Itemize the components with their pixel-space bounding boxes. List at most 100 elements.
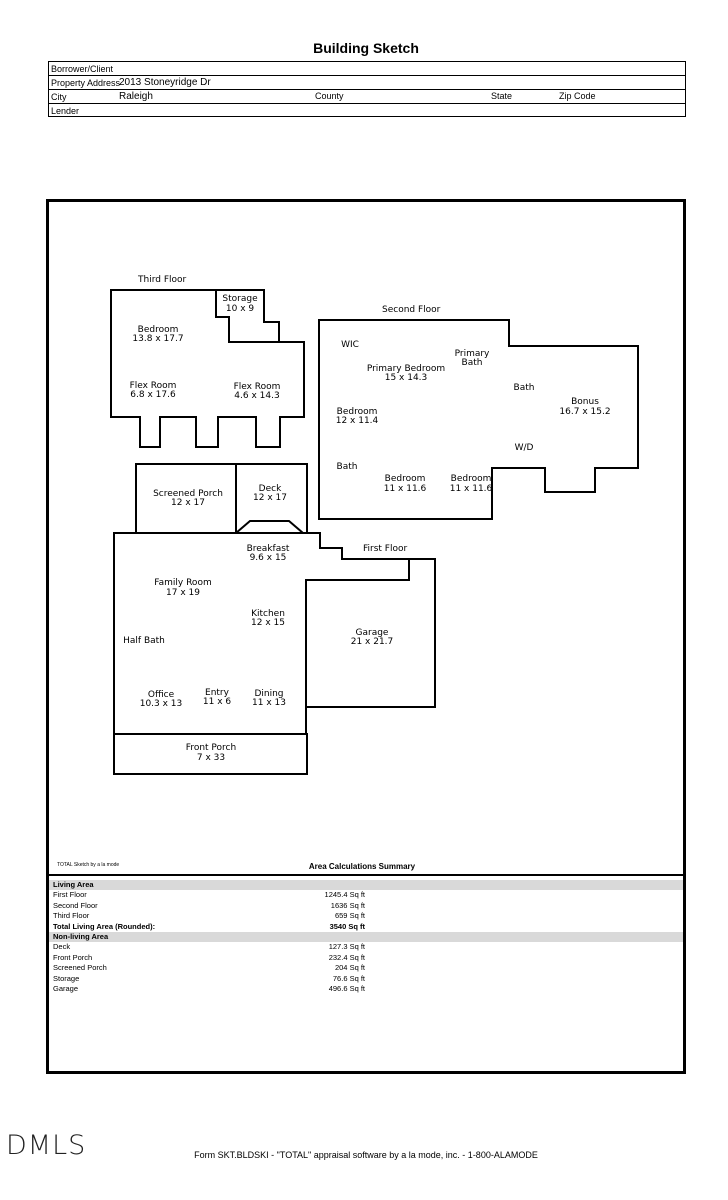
table-row: First Floor 1245.4 Sq ft	[49, 890, 683, 900]
room-label: Garage	[356, 628, 389, 638]
row-label: Screened Porch	[53, 963, 107, 972]
table-row: Storage 76.6 Sq ft	[49, 974, 683, 984]
room-dims: 15 x 14.3	[385, 373, 428, 383]
room-dims: 11 x 11.6	[384, 484, 427, 494]
area-summary-title: Area Calculations Summary	[308, 862, 416, 871]
row-value: 232.4 Sq ft	[328, 952, 365, 962]
total-label: Total Living Area (Rounded):	[53, 921, 156, 931]
room-dims: 12 x 17	[253, 493, 287, 503]
row-label: Front Porch	[53, 952, 93, 962]
room-label: Entry	[205, 688, 230, 698]
room-dims: 11 x 6	[203, 697, 232, 707]
room-dims: 6.8 x 17.6	[130, 390, 176, 400]
room-label: Bedroom	[451, 474, 492, 484]
room-label: WIC	[341, 340, 359, 350]
row-label: Garage	[53, 984, 79, 993]
row-value: 204 Sq ft	[334, 963, 365, 972]
borrower-row: Borrower/Client	[49, 62, 685, 76]
room-dims: 11 x 11.6	[450, 484, 493, 494]
room-label: Primary Bedroom	[367, 364, 445, 374]
row-value: 127.3 Sq ft	[328, 942, 365, 951]
room-dims: 10.3 x 13	[140, 699, 183, 709]
area-calculations-table: Living Area First Floor 1245.4 Sq ft Sec…	[49, 874, 683, 1071]
table-row: Deck 127.3 Sq ft	[49, 942, 683, 952]
row-label: First Floor	[53, 890, 87, 899]
room-dims: 12 x 11.4	[336, 416, 379, 426]
row-value: 1245.4 Sq ft	[324, 890, 365, 899]
room-label: Deck	[259, 484, 282, 494]
page-title: Building Sketch	[313, 40, 419, 56]
nonliving-area-header: Non-living Area	[49, 932, 683, 942]
room-dims: 16.7 x 15.2	[559, 407, 610, 417]
room-label: Breakfast	[247, 544, 290, 554]
room-dims: 10 x 9	[226, 304, 255, 314]
room-label: Flex Room	[130, 381, 177, 391]
zip-label: Zip Code	[559, 91, 596, 101]
room-label: Front Porch	[186, 743, 236, 753]
total-row: Total Living Area (Rounded): 3540 Sq ft	[49, 922, 683, 932]
city-value: Raleigh	[119, 91, 153, 102]
second-floor-label: Second Floor	[382, 305, 441, 315]
room-dims: 21 x 21.7	[351, 637, 394, 647]
table-row: Second Floor 1636 Sq ft	[49, 901, 683, 911]
storage-outline	[216, 289, 280, 342]
form-footer: Form SKT.BLDSKI - "TOTAL" appraisal soft…	[194, 1150, 538, 1160]
sketch-credit: TOTAL Sketch by a la mode	[57, 862, 120, 868]
table-row: Screened Porch 204 Sq ft	[49, 963, 683, 973]
room-label: Half Bath	[123, 636, 165, 646]
city-label: City	[51, 92, 67, 102]
room-label: Storage	[222, 294, 258, 304]
first-floor-outline	[113, 520, 410, 735]
room-label: Office	[148, 690, 175, 700]
room-dims: 9.6 x 15	[250, 553, 287, 563]
room-label: Bedroom	[138, 325, 179, 335]
room-dims: 13.8 x 17.7	[132, 334, 183, 344]
room-dims: 12 x 15	[251, 618, 285, 628]
table-row: Third Floor 659 Sq ft	[49, 911, 683, 921]
row-label: Third Floor	[53, 911, 90, 920]
second-floor-outline	[318, 319, 639, 520]
county-label: County	[315, 91, 344, 101]
room-label: Primary	[455, 349, 490, 359]
front-porch-outline	[113, 733, 308, 775]
address-value: 2013 Stoneyridge Dr	[119, 77, 211, 88]
room-dims: Bath	[462, 358, 483, 368]
row-label: Second Floor	[53, 900, 98, 910]
third-floor-label: Third Floor	[137, 275, 187, 285]
room-label: Bonus	[571, 397, 599, 407]
lender-label: Lender	[51, 106, 80, 116]
row-label: Deck	[53, 942, 71, 951]
room-label: Screened Porch	[153, 489, 223, 499]
city-row: City Raleigh County State Zip Code	[49, 90, 685, 104]
room-dims: 4.6 x 14.3	[234, 391, 279, 401]
sketch-frame	[46, 199, 686, 1074]
room-label: Bedroom	[337, 407, 378, 417]
table-row: Front Porch 232.4 Sq ft	[49, 953, 683, 963]
total-value: 3540 Sq ft	[329, 921, 365, 931]
room-label: Flex Room	[234, 382, 281, 392]
row-value: 496.6 Sq ft	[328, 984, 365, 993]
room-label: W/D	[515, 443, 534, 453]
address-label: Property Address	[51, 78, 121, 88]
floor-plan-sketch: Third Floor Second Floor First Floor Sto…	[110, 275, 639, 775]
room-label: Family Room	[154, 578, 211, 588]
room-label: Dining	[254, 689, 283, 699]
address-row: Property Address 2013 Stoneyridge Dr	[49, 76, 685, 90]
header-table: Borrower/Client Property Address 2013 St…	[48, 61, 686, 117]
borrower-label: Borrower/Client	[51, 64, 114, 74]
deck-outline	[235, 463, 308, 534]
living-area-header: Living Area	[49, 880, 683, 890]
row-value: 1636 Sq ft	[330, 900, 365, 910]
room-dims: 7 x 33	[197, 753, 225, 763]
room-label: Kitchen	[251, 609, 285, 619]
state-label: State	[491, 91, 513, 101]
row-value: 659 Sq ft	[334, 911, 365, 920]
row-value: 76.6 Sq ft	[332, 973, 365, 983]
room-label: Bath	[337, 462, 358, 472]
table-row: Garage 496.6 Sq ft	[49, 984, 683, 994]
garage-outline	[306, 558, 436, 708]
room-dims: 11 x 13	[252, 698, 286, 708]
third-floor-outline	[110, 289, 305, 448]
lender-row: Lender	[49, 104, 685, 117]
row-label: Storage	[53, 973, 80, 983]
